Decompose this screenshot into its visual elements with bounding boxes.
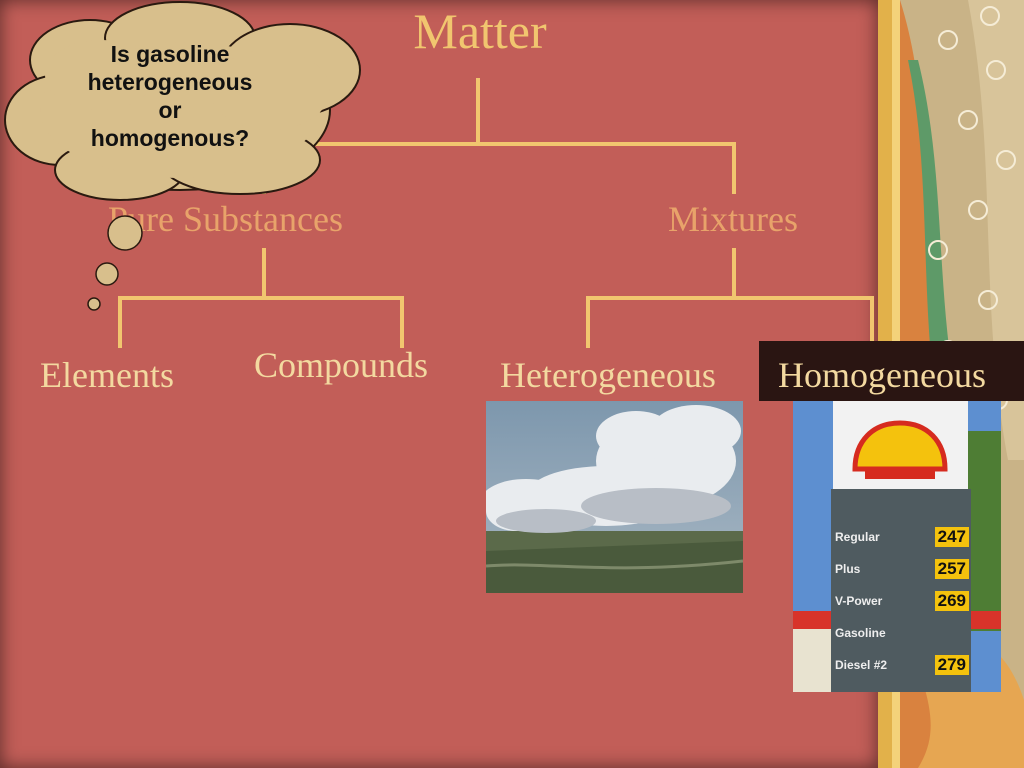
- homogeneous-highlight-box: [759, 341, 1024, 401]
- node-mixtures: Mixtures: [668, 199, 798, 239]
- gas-label-diesel: Diesel #2: [835, 658, 888, 672]
- bubble-line-2: heterogeneous: [87, 69, 253, 95]
- gas-label-vpower: V-Power: [835, 594, 883, 608]
- connector-to-elements: [118, 296, 122, 348]
- bubble-line-1: Is gasoline: [110, 41, 230, 67]
- gas-price-regular: 247: [934, 527, 969, 547]
- connector-pure-horizontal: [118, 296, 404, 300]
- connector-mixtures-horizontal: [586, 296, 874, 300]
- thought-bubble-text: Is gasoline heterogeneous or homogenous?: [55, 40, 285, 152]
- connector-pure-down: [262, 248, 266, 298]
- connector-to-heterogeneous: [586, 296, 590, 348]
- bubble-line-3: or: [158, 97, 182, 123]
- node-elements: Elements: [40, 355, 174, 395]
- gas-row-gasoline: Gasoline: [835, 617, 969, 649]
- slide-title: Matter: [413, 3, 547, 59]
- connector-mixtures-down: [732, 248, 736, 298]
- node-homogeneous: Homogeneous: [778, 355, 986, 395]
- gas-label-plus: Plus: [835, 562, 861, 576]
- gas-price-vpower: 269: [934, 591, 969, 611]
- node-compounds: Compounds: [254, 345, 429, 385]
- connector-to-mixtures: [732, 142, 736, 194]
- clouds-photo: [486, 401, 743, 593]
- gas-sign-photo: Regular 247 Plus 257 V-Power 269 Gasolin…: [793, 401, 1001, 692]
- connector-matter-down: [476, 78, 480, 144]
- bubble-line-4: homogenous?: [90, 125, 250, 151]
- connector-to-compounds: [400, 296, 404, 348]
- node-heterogeneous: Heterogeneous: [500, 355, 716, 395]
- gas-label-regular: Regular: [835, 530, 880, 544]
- gas-row-diesel: Diesel #2 279: [835, 649, 969, 681]
- gas-row-plus: Plus 257: [835, 553, 969, 585]
- node-pure-substances: Pure Substances: [108, 199, 343, 239]
- connector-top-horizontal: [262, 142, 736, 146]
- thought-bubble-cloud: [4, 1, 361, 311]
- gas-sign-rows: Regular 247 Plus 257 V-Power 269 Gasolin…: [835, 521, 969, 681]
- connector-to-homogeneous: [870, 296, 874, 348]
- gas-row-regular: Regular 247: [835, 521, 969, 553]
- gas-label-gasoline: Gasoline: [835, 626, 886, 640]
- gas-price-plus: 257: [934, 559, 969, 579]
- gas-price-diesel: 279: [934, 655, 969, 675]
- gas-row-vpower: V-Power 269: [835, 585, 969, 617]
